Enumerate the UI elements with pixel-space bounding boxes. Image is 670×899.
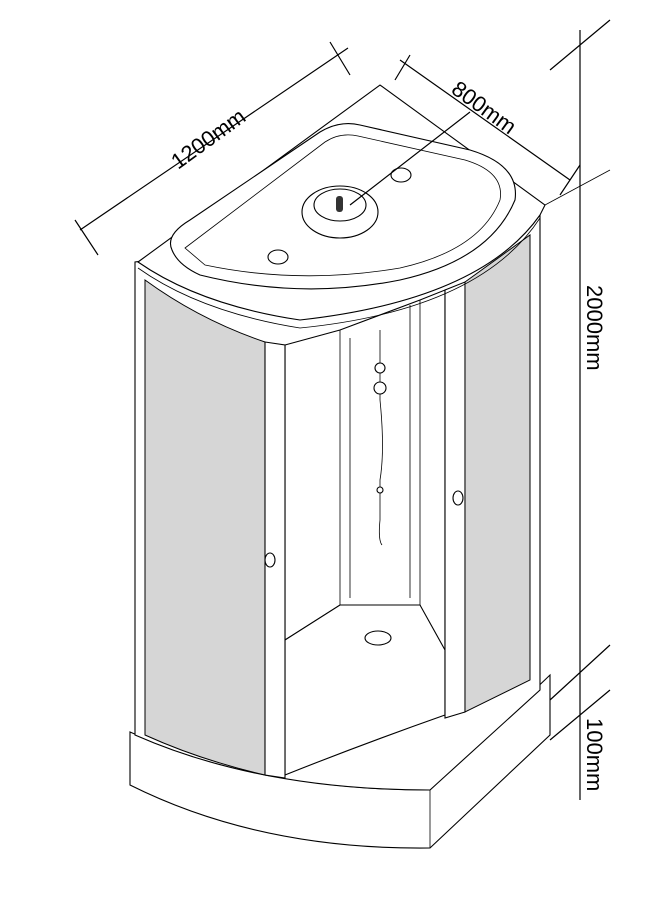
drain-icon	[364, 630, 392, 646]
width-dimension-label: 1200mm	[166, 104, 250, 175]
dimension-lines	[74, 19, 611, 800]
light-icon	[390, 167, 412, 183]
cabin-interior	[284, 289, 446, 776]
height-dimension-label: 2000mm	[582, 285, 607, 371]
speaker-icon	[267, 249, 289, 265]
right-glass-panel	[444, 234, 531, 719]
depth-dimension-label: 800mm	[447, 76, 521, 139]
left-glass-panel	[144, 279, 286, 779]
cabin-roof	[137, 84, 546, 329]
door-handle-icon[interactable]	[452, 490, 464, 506]
door-handle-icon[interactable]	[264, 552, 276, 568]
tray-height-dimension-label: 100mm	[582, 718, 607, 791]
